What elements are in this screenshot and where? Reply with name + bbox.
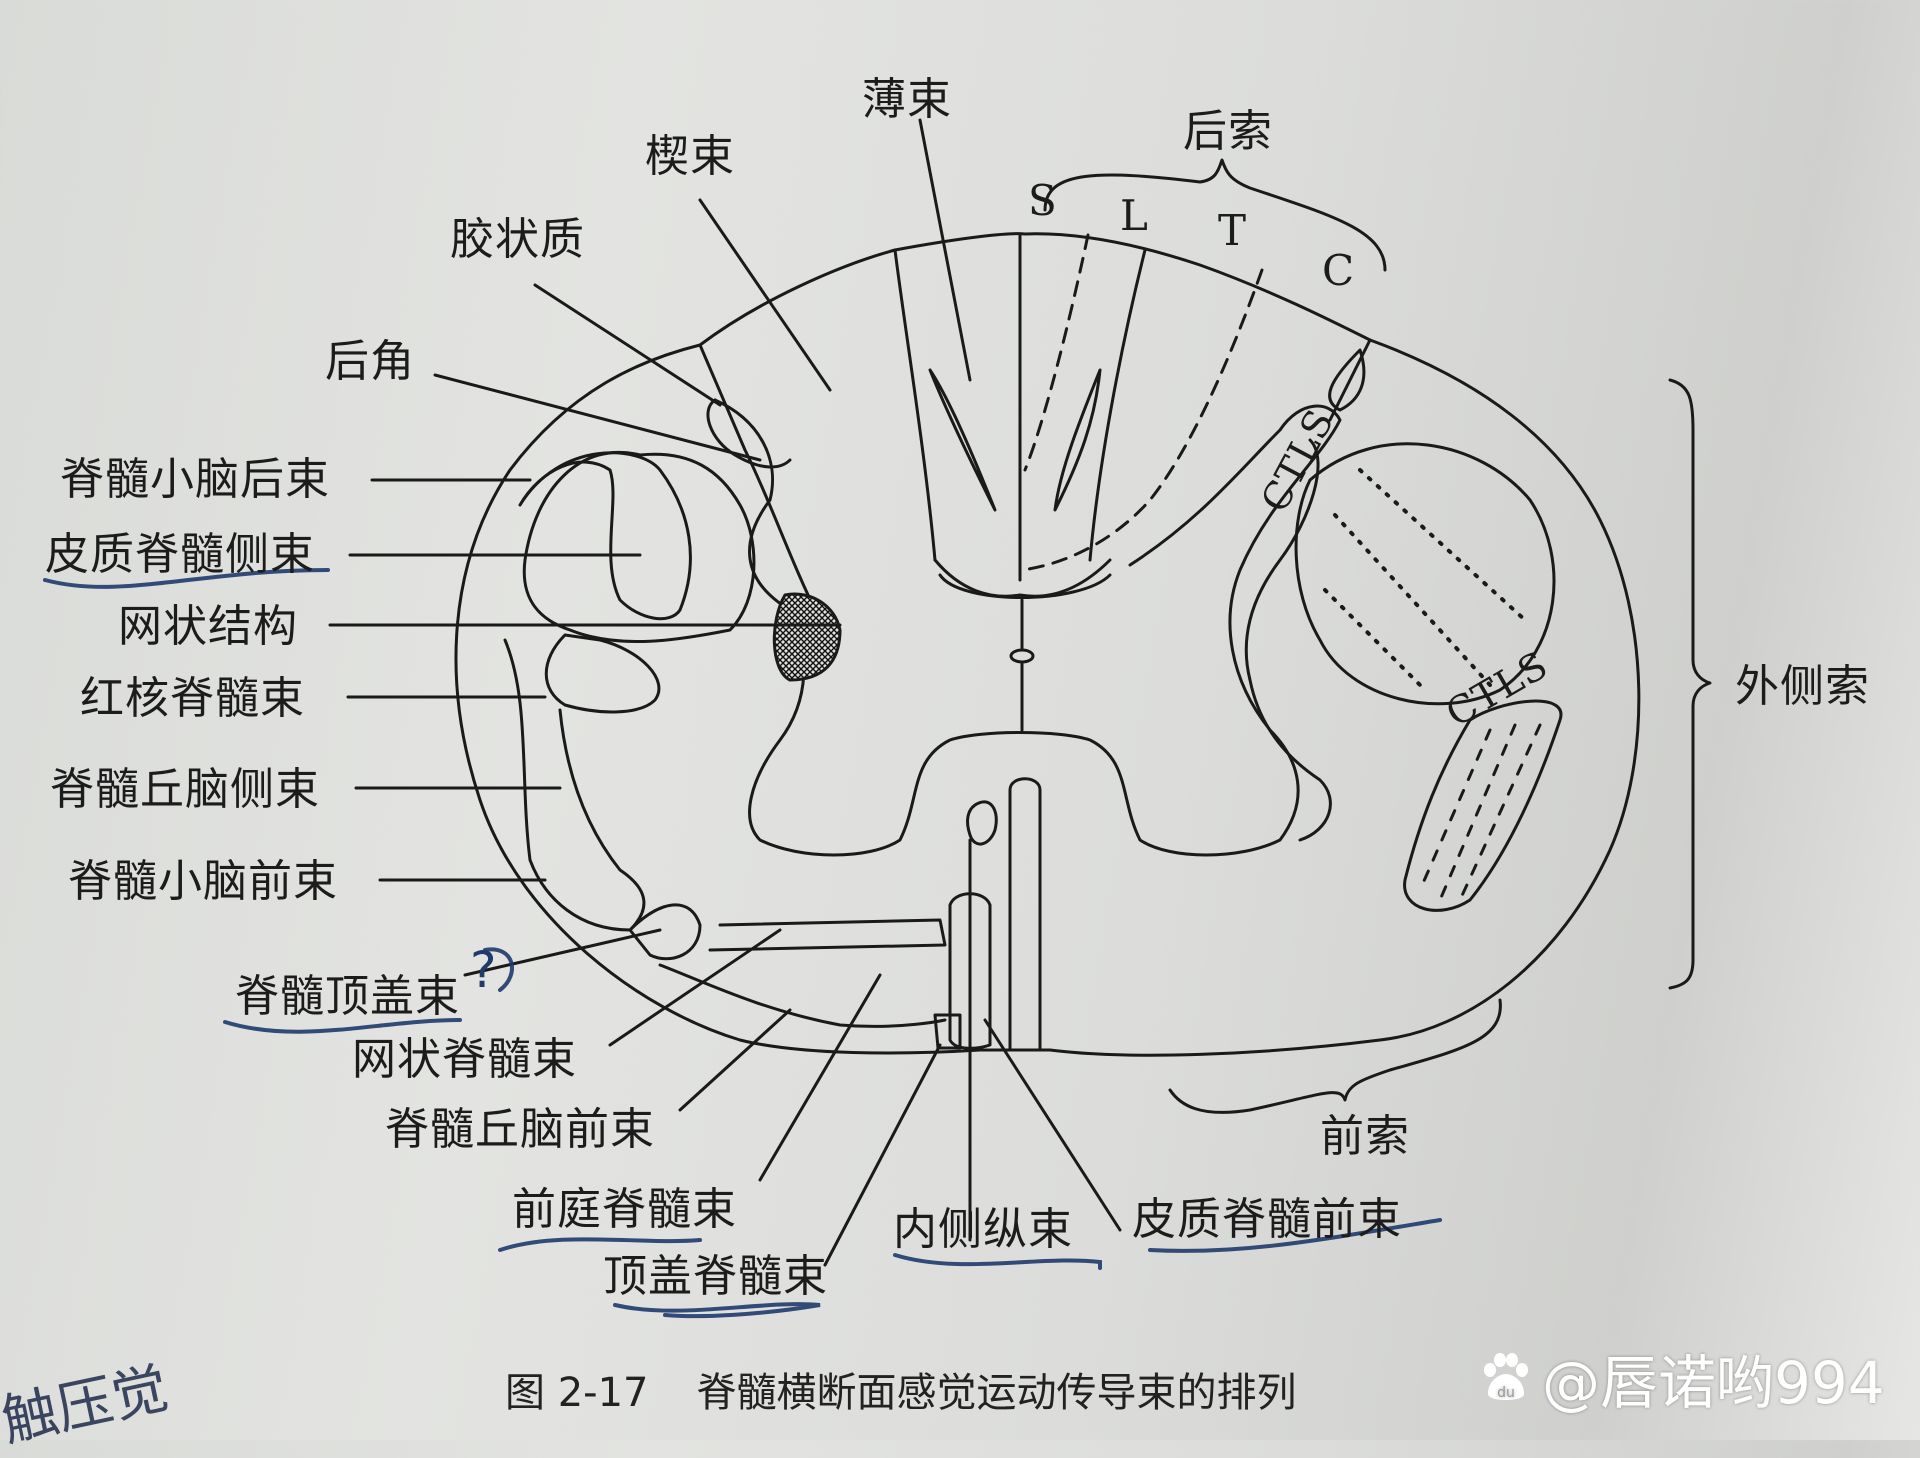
label-rubrospinal: 红核脊髓束 bbox=[80, 673, 305, 724]
anterior-funiculus-brace bbox=[1168, 998, 1502, 1114]
label-fasciculus-cuneatus: 楔束 bbox=[645, 131, 735, 182]
figure-number: 图 2-17 bbox=[505, 1370, 649, 1416]
label-reticulospinal: 网状脊髓束 bbox=[352, 1034, 577, 1085]
label-anterior-spinocerebellar: 脊髓小脑前束 bbox=[68, 856, 338, 907]
label-substantia-gelatinosa: 胶状质 bbox=[450, 214, 585, 265]
lateral-funiculus-brace bbox=[1668, 378, 1712, 990]
label-fasciculus-gracilis: 薄束 bbox=[862, 74, 952, 125]
label-medial-longitudinal: 内侧纵束 bbox=[893, 1204, 1073, 1255]
label-anterior-funiculus: 前索 bbox=[1320, 1111, 1410, 1162]
watermark-text: @唇诺哟994 bbox=[1542, 1349, 1885, 1417]
label-anterior-corticospinal: 皮质脊髓前束 bbox=[1132, 1194, 1402, 1245]
label-posterior-spinocerebellar: 脊髓小脑后束 bbox=[60, 454, 330, 505]
label-spinotectal: 脊髓顶盖束 bbox=[235, 971, 460, 1022]
segment-label-t: T bbox=[1218, 206, 1248, 255]
figure-caption: 图 2-17 脊髓横断面感觉运动传导束的排列 bbox=[505, 1360, 1297, 1418]
segment-label-l: L bbox=[1120, 191, 1149, 240]
label-lateral-funiculus: 外侧索 bbox=[1735, 661, 1870, 712]
label-vestibulospinal: 前庭脊髓束 bbox=[512, 1184, 737, 1235]
label-posterior-horn: 后角 bbox=[325, 336, 415, 387]
segment-label-c: C bbox=[1322, 246, 1356, 295]
label-posterior-funiculus: 后索 bbox=[1183, 106, 1273, 157]
label-lateral-corticospinal: 皮质脊髓侧束 bbox=[45, 529, 315, 580]
baidu-paw-icon: du bbox=[1484, 1353, 1528, 1401]
question-mark-annotation: ? bbox=[470, 941, 498, 999]
label-lateral-spinothalamic: 脊髓丘脑侧束 bbox=[50, 764, 320, 815]
label-anterior-spinothalamic: 脊髓丘脑前束 bbox=[385, 1104, 655, 1155]
posterior-funiculus-brace bbox=[1043, 158, 1387, 272]
figure-title: 脊髓横断面感觉运动传导束的排列 bbox=[696, 1370, 1297, 1416]
svg-text:du: du bbox=[1497, 1385, 1515, 1401]
label-reticular-formation: 网状结构 bbox=[118, 601, 298, 652]
segment-label-s: S bbox=[1028, 176, 1058, 225]
label-tectospinal: 顶盖脊髓束 bbox=[603, 1251, 828, 1302]
watermark: du @唇诺哟994 bbox=[1478, 1336, 1885, 1420]
outer-boundary bbox=[454, 232, 1641, 1057]
